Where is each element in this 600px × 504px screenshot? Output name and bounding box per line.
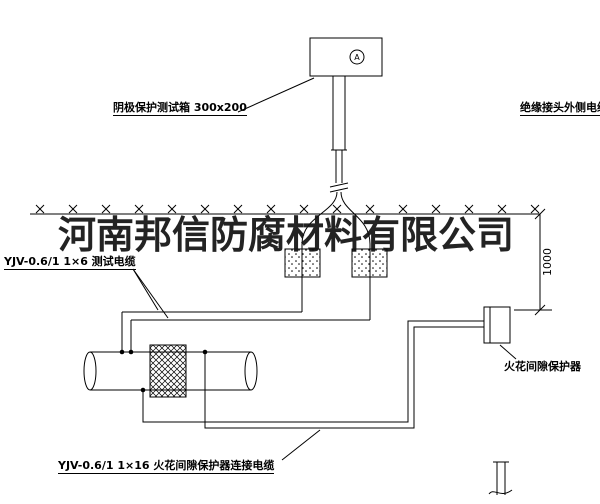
ground-surface <box>30 204 540 215</box>
leader-lines <box>132 77 517 461</box>
test-box <box>309 37 383 77</box>
conduit-riser <box>301 76 371 320</box>
test-box-label: 阴极保护测试箱 300x200 <box>113 101 247 116</box>
concrete-block-right <box>351 248 388 278</box>
insulating-coupling <box>149 344 187 398</box>
pipe-break-symbol <box>488 461 513 495</box>
ammeter-icon: A <box>349 49 365 65</box>
protector-cable-run <box>142 320 484 429</box>
connection-cable-label: YJV-0.6/1 1×16 火花间隙保护器连接电缆 <box>58 459 275 474</box>
svg-text:1000: 1000 <box>541 248 554 276</box>
dimension-line: 1000 <box>514 208 554 316</box>
svg-text:A: A <box>354 53 360 62</box>
spark-gap-protector-label: 火花间隙保护器 <box>504 360 581 373</box>
test-cable-run <box>121 311 370 352</box>
company-watermark: 河南邦信防腐材料有限公司 <box>58 212 515 257</box>
cable-terminal-dots <box>119 349 208 393</box>
outer-cable-label: 绝缘接头外侧电缆 <box>520 101 600 116</box>
spark-gap-protector-box <box>483 306 511 344</box>
test-cable-label: YJV-0.6/1 1×6 测试电缆 <box>4 255 136 270</box>
concrete-block-left <box>284 248 321 278</box>
